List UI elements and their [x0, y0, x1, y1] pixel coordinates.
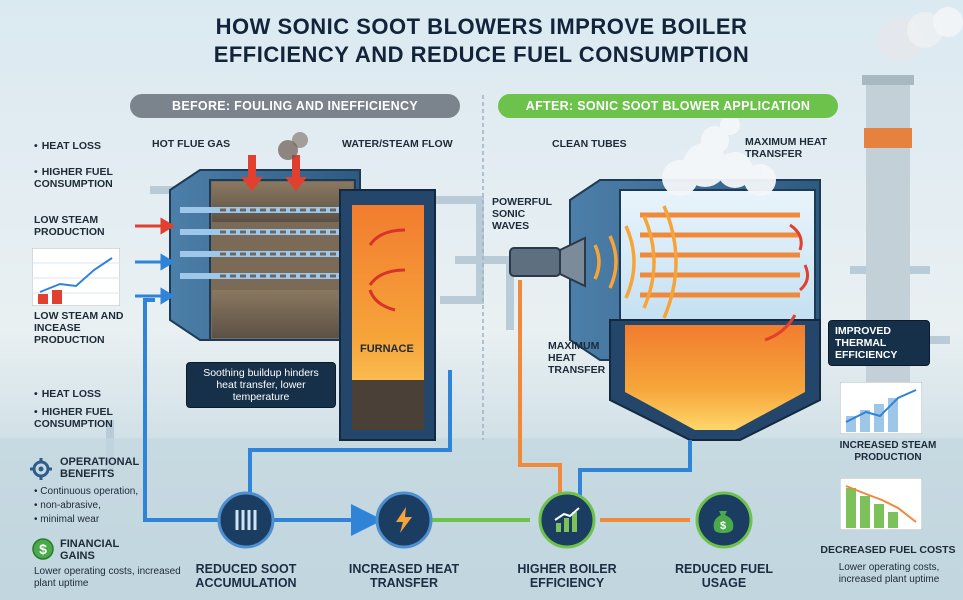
decreased-fuel-chart — [840, 478, 922, 530]
step-reduced-soot-label: REDUCED SOOT ACCUMULATION — [195, 562, 297, 590]
maximum-heat-transfer-top-label: MAXIMUM HEAT TRANSFER — [745, 136, 828, 160]
lightning-bolt-icon — [396, 507, 412, 533]
after-section-header: AFTER: SONIC SOOT BLOWER APPLICATION — [498, 94, 838, 118]
bullet-heat-loss-top: HEAT LOSS — [34, 140, 101, 152]
step-reduced-fuel-label: REDUCED FUEL USAGE — [675, 562, 773, 590]
increased-steam-label: INCREASED STEAM PRODUCTION — [839, 440, 937, 463]
step-higher-efficiency-label: HIGHER BOILER EFFICIENCY — [517, 562, 617, 590]
powerful-sonic-waves-label: POWERFUL SONIC WAVES — [492, 196, 552, 232]
dollar-icon: $ — [32, 538, 54, 560]
step-increased-heat-label: INCREASED HEAT TRANSFER — [348, 562, 460, 590]
bullet-heat-loss-bottom: HEAT LOSS — [34, 388, 101, 400]
clean-tubes-label: CLEAN TUBES — [552, 138, 627, 150]
hot-flue-gas-label: HOT FLUE GAS — [152, 138, 231, 150]
money-bag-icon: $ — [713, 511, 734, 533]
gear-icon — [30, 458, 52, 480]
low-steam-production-label: LOW STEAM PRODUCTION — [34, 214, 105, 238]
soot-buildup-callout: Soothing buildup hinders heat transfer, … — [186, 362, 336, 408]
increased-steam-chart — [840, 382, 922, 434]
financial-gains-subtext: Lower operating costs, increased plant u… — [34, 566, 181, 589]
operational-item-1: • Continuous operation, — [34, 486, 139, 497]
furnace-label: FURNACE — [360, 343, 414, 355]
maximum-heat-transfer-mid-label: MAXIMUM HEAT TRANSFER — [548, 340, 606, 376]
svg-text:$: $ — [720, 520, 726, 532]
before-section-header: BEFORE: FOULING AND INEFFICIENCY — [130, 94, 460, 118]
improved-thermal-callout: IMPROVED THERMAL EFFICIENCY — [828, 320, 930, 366]
svg-text:$: $ — [39, 541, 47, 557]
bullet-higher-fuel-top: HIGHER FUEL CONSUMPTION — [34, 166, 134, 190]
decreased-fuel-subtext: Lower operating costs, increased plant u… — [838, 562, 940, 585]
operational-item-3: • minimal wear — [34, 514, 100, 525]
fouled-boiler — [135, 132, 436, 441]
water-steam-flow-label: WATER/STEAM FLOW — [342, 138, 453, 150]
low-steam-increase-label: LOW STEAM AND INCEASE PRODUCTION — [34, 310, 124, 346]
bullet-higher-fuel-bottom: HIGHER FUEL CONSUMPTION — [34, 406, 144, 430]
rising-bar-chart-icon — [554, 507, 580, 532]
operational-benefits-title: OPERATIONAL BENEFITS — [60, 456, 140, 480]
decreased-fuel-label: DECREASED FUEL COSTS — [820, 544, 956, 556]
rising-mini-chart — [32, 248, 120, 306]
financial-gains-title: FINANCIAL GAINS — [60, 538, 120, 562]
page-title-line-1: HOW SONIC SOOT BLOWERS IMPROVE BOILER — [215, 14, 748, 39]
clean-boiler — [509, 115, 821, 441]
page-title-line-2: EFFICIENCY AND REDUCE FUEL CONSUMPTION — [213, 42, 750, 67]
operational-item-2: • non-abrasive, — [34, 500, 101, 511]
soot-tubes-icon — [235, 510, 257, 530]
